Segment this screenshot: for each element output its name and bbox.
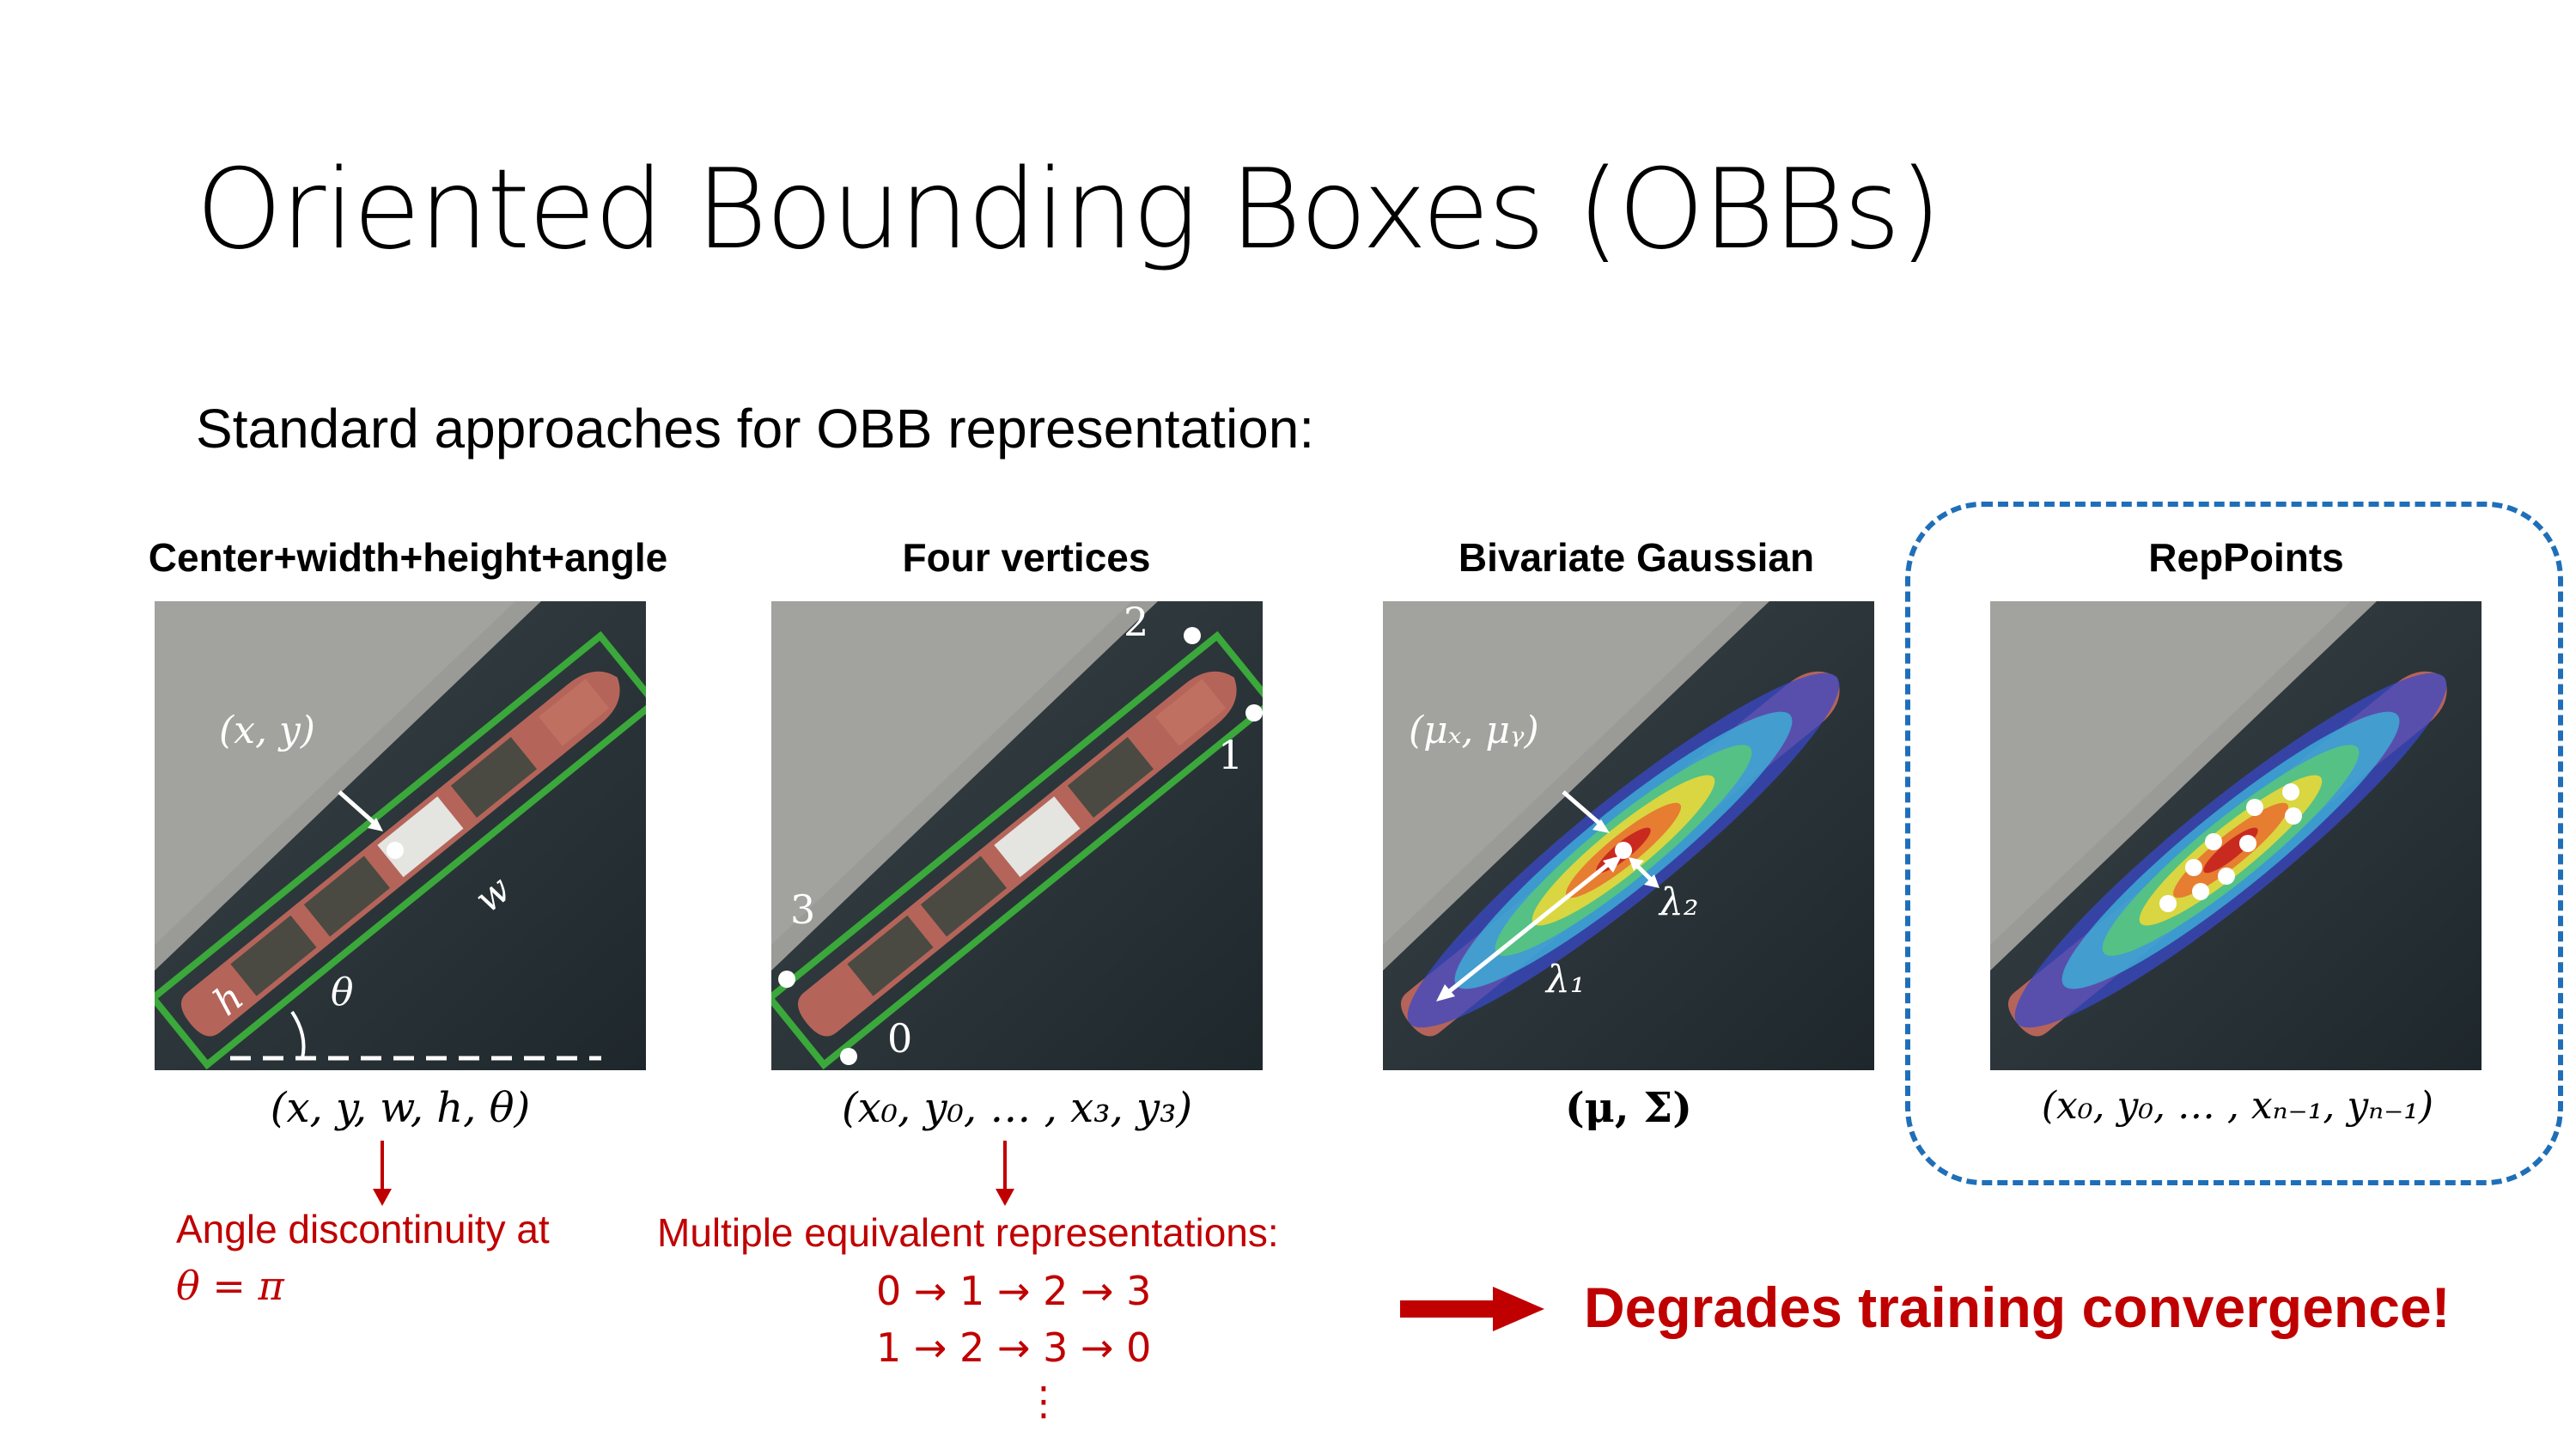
panel-center-angle-image bbox=[155, 601, 646, 1070]
right-arrow-icon bbox=[1400, 1287, 1544, 1331]
label-height: h bbox=[205, 975, 252, 1024]
slide-title: Oriented Bounding Boxes (OBBs) bbox=[196, 146, 1942, 274]
label-gaussian-mean: (μₓ, μᵧ) bbox=[1409, 709, 1539, 752]
heading-four-vertices: Four vertices bbox=[902, 535, 1151, 580]
note-order-1: 0 → 1 → 2 → 3 bbox=[876, 1268, 1152, 1314]
down-arrow-icon bbox=[373, 1141, 392, 1206]
label-angle: θ bbox=[331, 971, 354, 1014]
note-angle-discontinuity: Angle discontinuity at bbox=[176, 1207, 550, 1251]
formula-center-angle: (x, y, w, h, θ) bbox=[270, 1084, 531, 1132]
panel-four-vertices-image: 0 1 2 3 bbox=[771, 601, 1263, 1070]
vertex-label-3: 3 bbox=[790, 886, 815, 933]
panel-center-angle-labels: (x, y) w h θ bbox=[155, 601, 646, 1070]
label-lambda2: λ₂ bbox=[1658, 880, 1699, 924]
panel-gaussian-image: (μₓ, μᵧ) λ₁ λ₂ bbox=[1383, 601, 1874, 1070]
reppoints-highlight-box bbox=[1905, 502, 2563, 1185]
vertex-label-2: 2 bbox=[1124, 601, 1148, 645]
note-theta-equals-pi: θ = π bbox=[176, 1263, 284, 1309]
note-multiple-representations: Multiple equivalent representations: bbox=[657, 1210, 1279, 1255]
heading-reppoints: RepPoints bbox=[2148, 535, 2344, 580]
heading-center-width-height-angle: Center+width+height+angle bbox=[148, 535, 668, 580]
note-order-ellipsis: ⋮ bbox=[1024, 1378, 1063, 1424]
panel-reppoints-image bbox=[1990, 601, 2482, 1070]
label-width: w bbox=[466, 868, 519, 922]
vertex-label-1: 1 bbox=[1218, 732, 1243, 778]
formula-reppoints: (x₀, y₀, … , xₙ₋₁, yₙ₋₁) bbox=[2041, 1084, 2434, 1128]
heading-bivariate-gaussian: Bivariate Gaussian bbox=[1458, 535, 1815, 580]
label-lambda1: λ₁ bbox=[1544, 958, 1586, 1002]
down-arrow-icon bbox=[996, 1141, 1014, 1206]
label-center: (x, y) bbox=[219, 709, 315, 752]
vertex-label-0: 0 bbox=[887, 1015, 912, 1062]
slide-subtitle: Standard approaches for OBB representati… bbox=[196, 398, 1315, 460]
note-order-2: 1 → 2 → 3 → 0 bbox=[876, 1324, 1152, 1371]
formula-four-vertices: (x₀, y₀, … , x₃, y₃) bbox=[841, 1084, 1193, 1132]
formula-gaussian: (μ, Σ) bbox=[1565, 1084, 1692, 1132]
conclusion-text: Degrades training convergence! bbox=[1584, 1275, 2451, 1339]
